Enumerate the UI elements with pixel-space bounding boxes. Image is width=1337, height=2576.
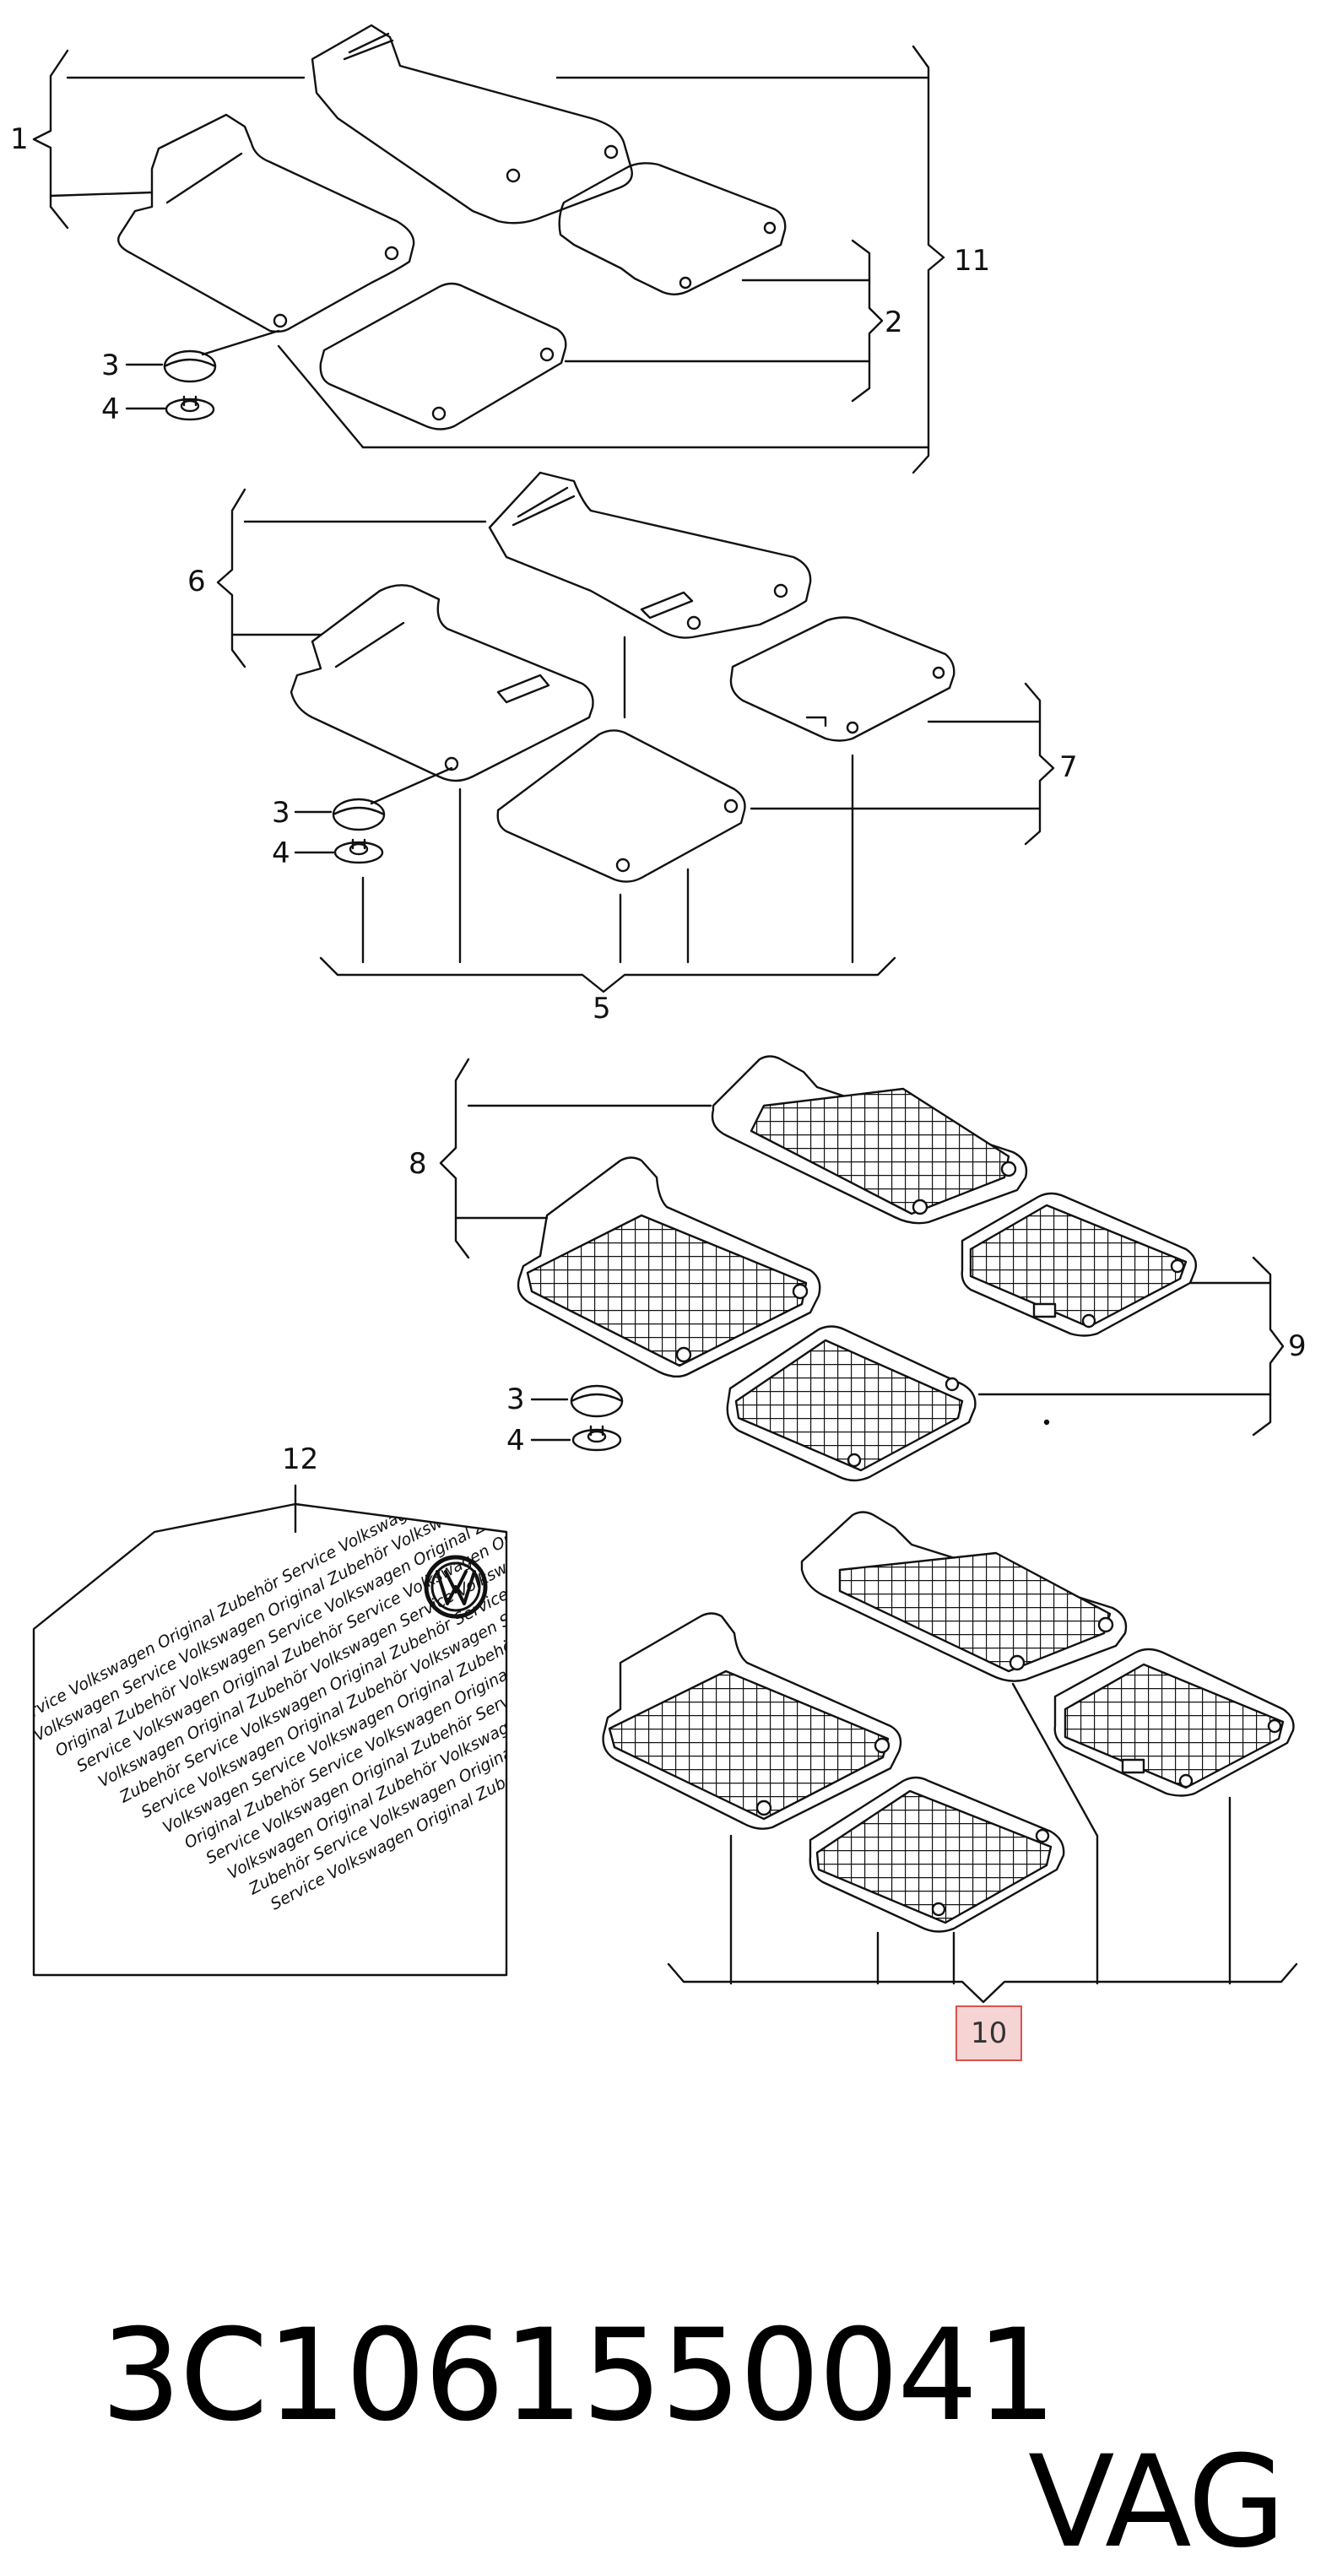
callout-5: 5 — [593, 992, 611, 1026]
callout-9: 9 — [1288, 1329, 1307, 1363]
callout-2: 2 — [885, 306, 903, 339]
callout-11: 11 — [954, 244, 991, 278]
mat-mid-rear-right — [729, 616, 955, 742]
callout-3: 3 — [101, 349, 120, 382]
sticker-12 — [32, 1484, 508, 1977]
callout-3: 3 — [272, 796, 290, 830]
callout-1: 1 — [10, 122, 29, 156]
mat-top-rear — [311, 24, 633, 225]
callout-6: 6 — [187, 565, 206, 598]
callout-8: 8 — [409, 1147, 427, 1181]
fastener-base-icon — [165, 398, 215, 421]
part-caption: 3C1061550041 VAG — [24, 2186, 1286, 2566]
mat-mid-front-left — [290, 584, 594, 782]
mat-mid-rear — [488, 471, 812, 639]
callout-12: 12 — [282, 1442, 319, 1476]
parts-diagram: Service Volkswagen Original Zubehör Serv… — [32, 24, 1298, 2004]
mat-top-rear-right — [558, 162, 787, 295]
mat-mid-front-right — [496, 729, 746, 883]
mat-set-middle — [216, 471, 1055, 993]
callout-4: 4 — [506, 1424, 525, 1458]
callout-3: 3 — [506, 1383, 525, 1416]
mat-set-top — [32, 24, 945, 474]
mat-top-front-left — [116, 113, 415, 333]
fastener-cap-icon — [163, 349, 217, 383]
callout-4: 4 — [101, 392, 120, 426]
callout-7: 7 — [1059, 750, 1078, 784]
part-number: 3C1061550041 — [100, 2303, 1057, 2449]
mat-set-rubber-2 — [602, 1511, 1298, 2004]
brand-label: VAG — [1028, 2429, 1286, 2576]
mat-top-front-right — [319, 282, 567, 430]
callout-10-highlighted: 10 — [955, 2005, 1023, 2061]
mat-set-rubber-1 — [439, 1055, 1285, 1482]
callout-4: 4 — [272, 836, 290, 870]
